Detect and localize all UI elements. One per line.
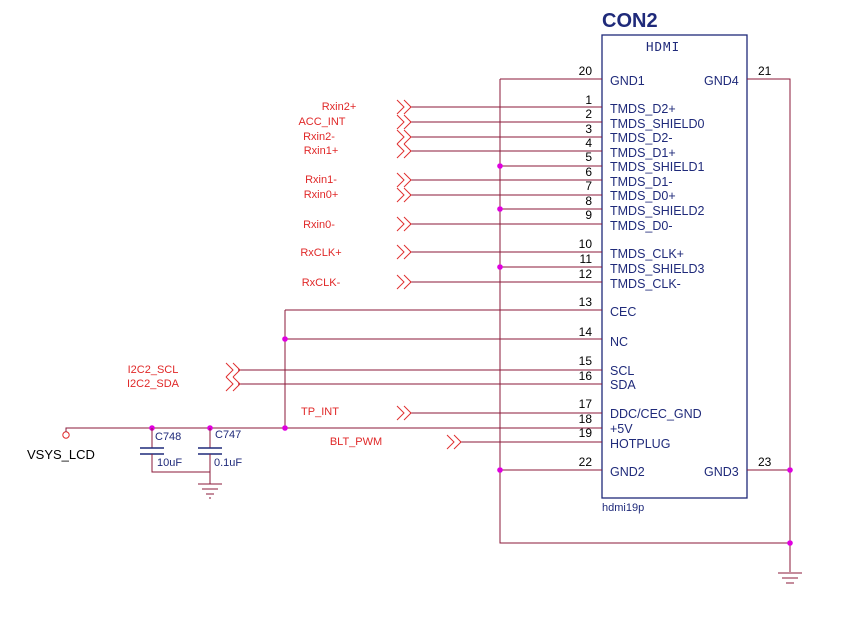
pin-num-5: 5 bbox=[585, 150, 592, 164]
pin-num-7: 7 bbox=[585, 179, 592, 193]
pin-num-16: 16 bbox=[579, 369, 593, 383]
pin-num-23: 23 bbox=[758, 455, 772, 469]
pin-num-2: 2 bbox=[585, 107, 592, 121]
net-label-rxin2n: Rxin2- bbox=[303, 131, 335, 143]
signal-wires bbox=[70, 106, 602, 443]
net-label-blt-pwm: BLT_PWM bbox=[330, 436, 382, 448]
c747-value: 0.1uF bbox=[214, 457, 242, 469]
net-label-i2c2-sda: I2C2_SDA bbox=[127, 378, 180, 390]
net-label-rxin0p: Rxin0+ bbox=[304, 189, 339, 201]
pin-num-13: 13 bbox=[579, 295, 593, 309]
net-label-rxin1p: Rxin1+ bbox=[304, 145, 339, 157]
pin-num-12: 12 bbox=[579, 267, 593, 281]
port-symbols bbox=[225, 99, 462, 450]
pin-name-11: TMDS_SHIELD3 bbox=[610, 262, 705, 276]
net-label-rxin2p: Rxin2+ bbox=[322, 101, 357, 113]
pin-num-20: 20 bbox=[579, 64, 593, 78]
net-label-rxclkn: RxCLK- bbox=[302, 277, 341, 289]
net-label-i2c2-scl: I2C2_SCL bbox=[128, 364, 179, 376]
vsys-port-circle[interactable] bbox=[62, 431, 70, 439]
junction-dots bbox=[149, 163, 793, 546]
ground-symbol-connector bbox=[778, 572, 802, 584]
pin-num-10: 10 bbox=[579, 237, 593, 251]
pin-name-19: HOTPLUG bbox=[610, 437, 670, 451]
pin-num-22: 22 bbox=[579, 455, 593, 469]
vsys-label: VSYS_LCD bbox=[27, 447, 95, 462]
pin-num-11: 11 bbox=[580, 252, 593, 266]
net-label-rxin0n: Rxin0- bbox=[303, 219, 335, 231]
pin-name-10: TMDS_CLK+ bbox=[610, 247, 684, 261]
pin-num-19: 19 bbox=[579, 426, 593, 440]
pin-name-20: GND1 bbox=[610, 74, 645, 88]
capacitor-c748[interactable] bbox=[140, 428, 210, 473]
net-label-rxin1n: Rxin1- bbox=[305, 174, 337, 186]
c748-ref: C748 bbox=[155, 431, 181, 443]
net-label-acc-int: ACC_INT bbox=[298, 116, 345, 128]
connector-footprint: hdmi19p bbox=[602, 502, 644, 514]
pin-name-4: TMDS_D1+ bbox=[610, 146, 676, 160]
pin-num-18: 18 bbox=[579, 412, 593, 426]
connector-name: HDMI bbox=[646, 39, 680, 54]
pin-name-6: TMDS_D1- bbox=[610, 175, 673, 189]
pin-name-1: TMDS_D2+ bbox=[610, 102, 676, 116]
pin-name-7: TMDS_D0+ bbox=[610, 189, 676, 203]
pin-name-5: TMDS_SHIELD1 bbox=[610, 160, 705, 174]
pin-name-15: SCL bbox=[610, 364, 634, 378]
pin-name-2: TMDS_SHIELD0 bbox=[610, 117, 705, 131]
c747-ref: C747 bbox=[215, 429, 241, 441]
pin-name-17: DDC/CEC_GND bbox=[610, 407, 702, 421]
vsys-stub-wire bbox=[65, 427, 70, 432]
pin-num-3: 3 bbox=[585, 122, 592, 136]
pin-name-8: TMDS_SHIELD2 bbox=[610, 204, 705, 218]
pin-num-4: 4 bbox=[585, 136, 592, 150]
net-label-tp-int: TP_INT bbox=[301, 406, 339, 418]
pin-name-21: GND4 bbox=[704, 74, 739, 88]
pin-name-18: +5V bbox=[610, 422, 633, 436]
pin-name-23: GND3 bbox=[704, 465, 739, 479]
pin-num-15: 15 bbox=[579, 354, 593, 368]
ground-bus-wires bbox=[499, 78, 791, 572]
pin-name-16: SDA bbox=[610, 378, 636, 392]
pin-name-13: CEC bbox=[610, 305, 636, 319]
pin-num-9: 9 bbox=[585, 208, 592, 222]
pin-name-22: GND2 bbox=[610, 465, 645, 479]
pin-num-6: 6 bbox=[585, 165, 592, 179]
pin-name-3: TMDS_D2- bbox=[610, 131, 673, 145]
pin-num-21: 21 bbox=[758, 64, 772, 78]
c748-value: 10uF bbox=[157, 457, 182, 469]
connector-ref: CON2 bbox=[602, 10, 658, 32]
pin-num-17: 17 bbox=[579, 397, 593, 411]
pin-name-9: TMDS_D0- bbox=[610, 219, 673, 233]
ground-symbol-caps bbox=[198, 472, 222, 499]
pin-num-14: 14 bbox=[579, 325, 593, 339]
pin-name-12: TMDS_CLK- bbox=[610, 277, 681, 291]
net-label-rxclkp: RxCLK+ bbox=[300, 247, 341, 259]
pin-name-14: NC bbox=[610, 335, 628, 349]
pin-num-8: 8 bbox=[585, 194, 592, 208]
pin-num-1: 1 bbox=[585, 93, 592, 107]
